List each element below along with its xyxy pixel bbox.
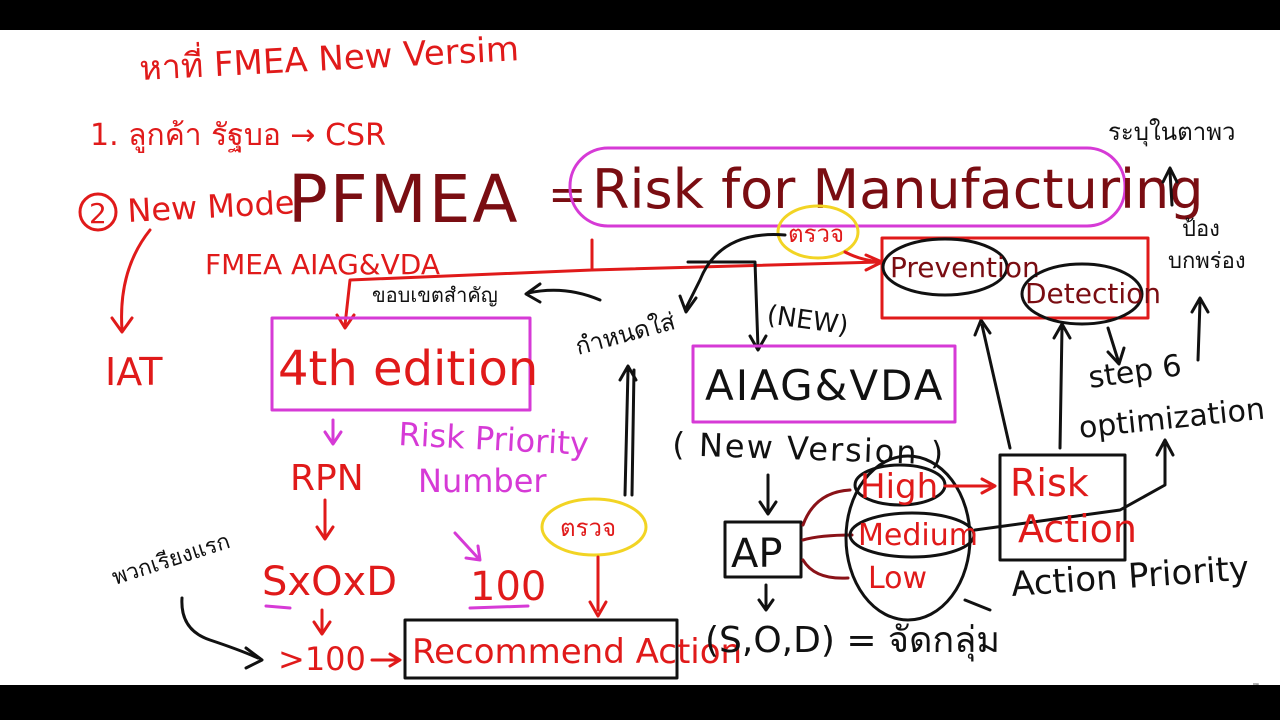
arrow-head-check-scope — [678, 294, 698, 314]
arrow-head-pm-note — [244, 646, 264, 670]
prevention-circle — [881, 237, 1009, 297]
low-text: Low — [868, 561, 927, 596]
arrow-pm-note — [180, 596, 260, 660]
arrow-head-iat — [110, 316, 134, 334]
item1-text: 1. ลูกค้า รัฐบอ → CSR — [90, 118, 386, 153]
arrow-risk-detection — [1058, 326, 1064, 450]
arrow-head-sxoxd — [315, 525, 335, 541]
pfmea-text: PFMEA — [288, 161, 520, 238]
branch-high — [801, 488, 852, 527]
link-risk-right — [590, 260, 882, 272]
arrow-risk-prevention — [980, 323, 1012, 450]
arrow-head-ap — [758, 500, 778, 516]
title-text: หาที่ FMEA New Versim — [138, 30, 520, 89]
detection-text: Detection — [1025, 277, 1161, 310]
arrow-to-100 — [453, 531, 480, 560]
arrow-right-top — [1168, 170, 1174, 207]
arrow-check-up — [623, 368, 630, 497]
sod-text: (S,O,D) = จัดกลุ่ม — [705, 620, 1000, 662]
priority-oval — [844, 454, 972, 622]
risk-action-box — [998, 453, 1127, 562]
fourth-edition-box — [270, 316, 532, 412]
define-scope-text: กำหนดใส่ — [572, 307, 678, 361]
action-priority-text: Action Priority — [1010, 548, 1251, 605]
expand-icon[interactable] — [1244, 682, 1260, 685]
arrow-to-iat — [120, 228, 152, 332]
arrow-head-risk — [980, 477, 997, 495]
number-text: Number — [418, 462, 547, 500]
right-mid2-text: บกพร่อง — [1168, 249, 1246, 274]
thai-boundary-text: ขอบเขตสำคัญ — [372, 283, 498, 307]
arrow-head-right-mid — [1190, 296, 1210, 314]
high-text: High — [860, 467, 938, 507]
whiteboard: หาที่ FMEA New Versim 1. ลูกค้า รัฐบอ → … — [0, 30, 1280, 685]
arrow-check-prevention — [843, 250, 882, 264]
risk-priority-text: Risk Priority — [398, 415, 590, 463]
gt100-text: >100 — [278, 640, 366, 678]
arrow-sod-oval — [963, 598, 992, 612]
pm-note-text: พวกเรียงแรก — [109, 529, 233, 591]
link-risk-to-4th — [343, 238, 594, 327]
whiteboard-drawing: หาที่ FMEA New Versim 1. ลูกค้า รัฐบอ → … — [78, 30, 1266, 680]
prevention-text: Prevention — [890, 251, 1040, 284]
fourth-edition-text: 4th edition — [278, 341, 538, 397]
aiag-vda-text: AIAG&VDA — [705, 361, 944, 410]
arrow-head-prevention — [973, 318, 992, 337]
arrow-head-sod — [757, 598, 775, 612]
hundred-text: 100 — [470, 564, 546, 610]
iat-text: IAT — [105, 350, 163, 394]
item2-number: 2 — [89, 197, 107, 230]
branch-low — [801, 558, 850, 580]
arrow-head-check-recommend — [588, 600, 608, 618]
arrow-head-recommend — [388, 652, 402, 668]
arrow-to-boundary — [526, 288, 602, 302]
medium-text: Medium — [858, 518, 978, 553]
prevention-detection-box — [880, 236, 1150, 320]
right-top-text: ระบุในตาพว — [1108, 118, 1236, 147]
fmea-aiag-vda-text: FMEA AIAG&VDA — [205, 248, 440, 281]
check-top-text: ตรวจ — [788, 220, 844, 248]
arrow-check-scope — [684, 233, 787, 310]
optimization-text: optimization — [1077, 392, 1266, 446]
action-text: Action — [1018, 507, 1137, 551]
sxoxd-underline — [264, 604, 292, 610]
step6-text: step 6 — [1086, 348, 1183, 396]
check-mid-circle — [540, 497, 648, 557]
new-model-text: New Model — [126, 183, 304, 230]
arrow-right-mid — [1196, 300, 1202, 362]
arrow-medium-step6 — [973, 443, 1167, 532]
arrow-head-detection-step6 — [1106, 346, 1126, 366]
item2-number-circle — [78, 192, 118, 232]
new-tag-text: (NEW) — [765, 300, 850, 341]
risk-manufacturing-box — [568, 146, 1127, 228]
aiag-vda-box — [691, 344, 957, 424]
sxoxd-text: SxOxD — [262, 559, 397, 605]
arrow-head-aiag — [748, 334, 768, 352]
ap-text: AP — [731, 531, 782, 577]
right-mid1-text: ป้อง — [1182, 217, 1220, 242]
recommend-action-text: Recommend Action — [412, 632, 742, 672]
medium-circle — [848, 511, 976, 559]
risk-text: Risk — [1010, 461, 1089, 505]
arrow-head-rpn — [323, 430, 343, 446]
arrow-head-boundary — [524, 282, 542, 304]
arrow-to-aiag — [686, 260, 760, 350]
recommend-action-box — [403, 618, 679, 680]
arrow-check-down — [630, 368, 636, 497]
arrow-head-100 — [464, 544, 482, 562]
hundred-underline — [468, 604, 530, 610]
rpn-text: RPN — [290, 458, 364, 499]
check-mid-text: ตรวจ — [560, 514, 616, 542]
arrow-head-step6 — [1155, 438, 1175, 457]
check-top-circle — [776, 204, 860, 260]
arrow-head-detection — [1052, 322, 1072, 340]
arrow-head-right-top — [1161, 166, 1179, 184]
ap-box — [723, 520, 803, 579]
risk-manufacturing-text: Risk for Manufacturing — [592, 158, 1204, 221]
arrow-head-gt100 — [312, 620, 332, 636]
arrow-detection-step6 — [1106, 326, 1120, 362]
detection-circle — [1020, 262, 1144, 326]
